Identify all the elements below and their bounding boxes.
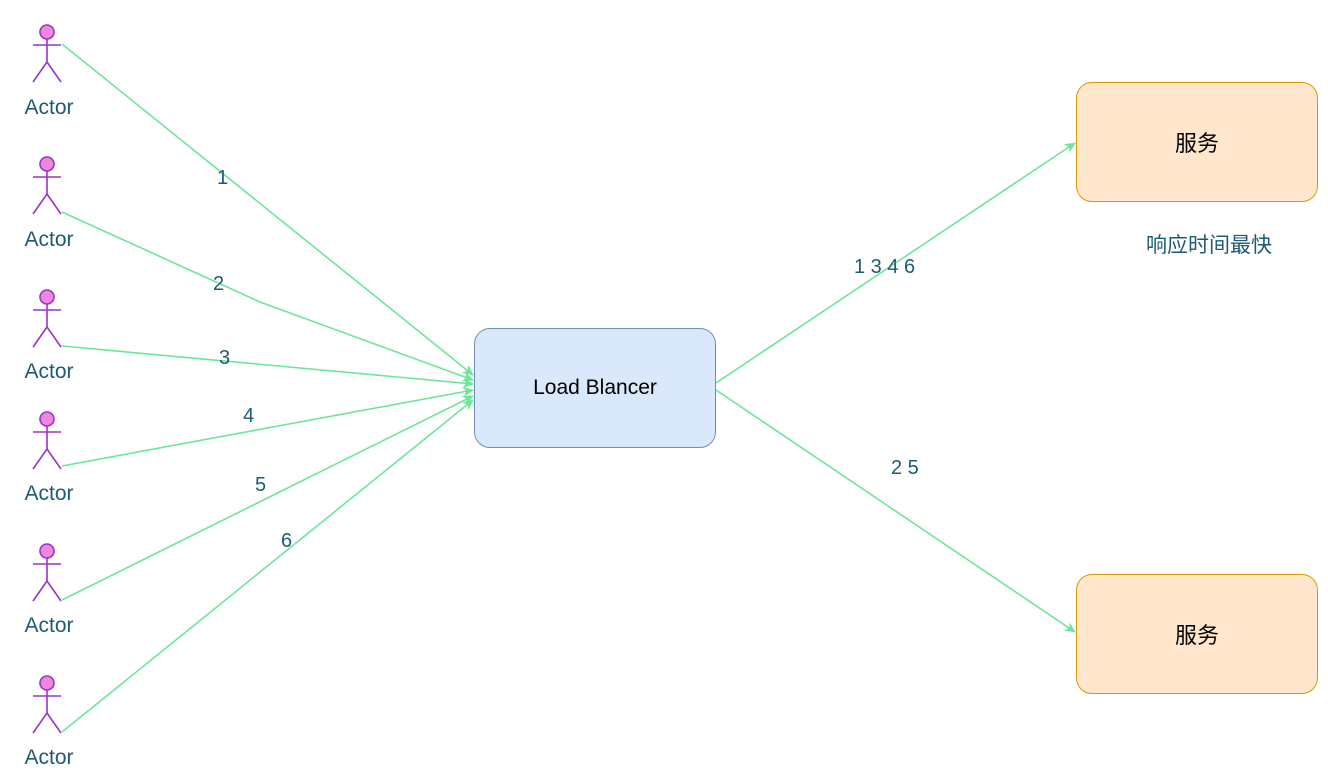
actor-icon-1	[32, 24, 62, 83]
edge-label-5: 5	[255, 474, 267, 496]
actor-left-leg	[32, 193, 48, 215]
actor-right-leg	[46, 61, 62, 83]
actor-label-5: Actor	[24, 614, 74, 637]
edge-actor-3-to-lb	[61, 345, 474, 389]
actor-icon-3	[32, 289, 62, 348]
edge-actor-4-to-lb	[61, 386, 474, 467]
edge-label-6: 6	[281, 530, 293, 552]
actor-label-2: Actor	[24, 228, 74, 251]
edge-actor-1-to-lb	[61, 43, 474, 376]
service-node-2[interactable]: 服务	[1076, 574, 1318, 694]
fastest-response-note: 响应时间最快	[1146, 234, 1272, 257]
actor-icon-4	[32, 411, 62, 470]
edge-lb-to-service-2	[715, 389, 1076, 633]
actor-label-4: Actor	[24, 482, 74, 505]
actor-left-leg	[32, 448, 48, 470]
actor-right-leg	[46, 712, 62, 734]
actor-head	[39, 411, 55, 427]
actor-right-leg	[46, 193, 62, 215]
service-node-1[interactable]: 服务	[1076, 82, 1318, 202]
edge-label-2: 2	[213, 273, 225, 295]
service-edge-label-2: 2 5	[891, 457, 919, 479]
load-balancer-node[interactable]: Load Blancer	[474, 328, 716, 448]
actor-icon-5	[32, 543, 62, 602]
edge-lb-to-service-1	[715, 142, 1076, 384]
service-label-2: 服务	[1174, 623, 1219, 648]
actor-right-leg	[46, 580, 62, 602]
actor-head	[39, 24, 55, 40]
edge-label-3: 3	[219, 347, 231, 369]
load-balancer-label: Load Blancer	[533, 376, 657, 399]
actor-label-3: Actor	[24, 360, 74, 383]
actor-head	[39, 289, 55, 305]
actor-right-leg	[46, 326, 62, 348]
actor-label-6: Actor	[24, 746, 74, 769]
edge-actor-2-to-lb	[61, 211, 474, 382]
edge-label-1: 1	[217, 167, 229, 189]
actor-left-leg	[32, 712, 48, 734]
service-edge-label-1: 1 3 4 6	[854, 256, 916, 278]
actor-head	[39, 675, 55, 691]
actor-right-leg	[46, 448, 62, 470]
actor-left-leg	[32, 61, 48, 83]
actor-left-leg	[32, 580, 48, 602]
actor-label-1: Actor	[24, 96, 74, 119]
actor-icon-2	[32, 156, 62, 215]
service-label-1: 服务	[1174, 131, 1219, 156]
actor-head	[39, 543, 55, 559]
edge-actor-5-to-lb	[61, 395, 474, 601]
actor-icon-6	[32, 675, 62, 734]
actor-left-leg	[32, 326, 48, 348]
edge-actor-6-to-lb	[61, 399, 474, 733]
edge-label-4: 4	[243, 405, 255, 427]
actor-head	[39, 156, 55, 172]
